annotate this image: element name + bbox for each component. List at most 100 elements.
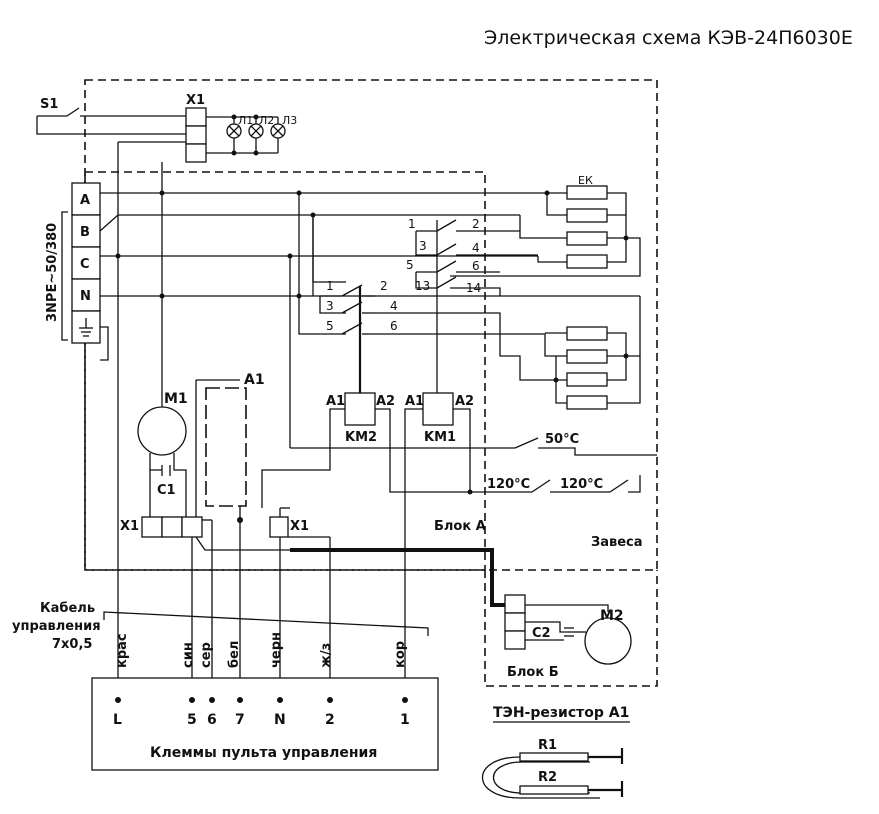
resistor-title: ТЭН-резистор А1 <box>493 705 629 721</box>
km1-contacts <box>415 219 538 393</box>
wire-color-bel: бел <box>227 641 242 668</box>
thermostat-50-label: 50°C <box>545 432 579 447</box>
panel-terminal-7: 7 <box>235 712 245 728</box>
cable-bracket <box>103 611 429 636</box>
terminal-x1-top-label: X1 <box>186 93 205 108</box>
capacitor-c2-label: C2 <box>532 626 551 641</box>
km1-contact-1: 1 <box>408 217 416 231</box>
x1-bottom-wiring <box>191 519 331 700</box>
km2-contact-1: 1 <box>326 279 334 293</box>
km1-contact-6: 6 <box>472 259 480 273</box>
zavesa-label: Завеса <box>591 535 643 550</box>
terminal-block-b <box>504 594 609 650</box>
km1-coil <box>404 392 473 700</box>
control-panel <box>91 677 439 771</box>
indicator-lamps <box>206 114 279 156</box>
control-wiring-left <box>117 141 515 700</box>
km1-label: KM1 <box>424 430 456 445</box>
km2-contact-6: 6 <box>390 319 398 333</box>
panel-terminal-5: 5 <box>187 712 197 728</box>
thick-wire-to-block-b <box>290 548 505 607</box>
km1-contact-5: 5 <box>406 258 414 272</box>
panel-label: Клеммы пульта управления <box>150 745 377 761</box>
lamp-l2-icon <box>248 123 264 139</box>
block-a-boundary <box>84 171 486 571</box>
km2-label: KM2 <box>345 430 377 445</box>
km2-a2-label: A2 <box>376 394 395 409</box>
wire-color-zh-z: ж/з <box>319 643 334 668</box>
wire-color-kor: кор <box>393 641 408 668</box>
motor-m2-icon <box>584 617 632 665</box>
lamp-l2-label: Л2 <box>259 114 274 127</box>
supply-bracket <box>61 211 68 341</box>
lamp-l1-icon <box>226 123 242 139</box>
km1-contact-14: 14 <box>466 281 481 295</box>
cable-label-line1: Кабель <box>40 601 95 616</box>
wire-color-chern: черн <box>269 632 284 668</box>
lamp-l3-icon <box>270 123 286 139</box>
thermostat-120a-label: 120°C <box>487 477 530 492</box>
motor-m1-label: M1 <box>164 391 188 407</box>
km1-contact-2: 2 <box>472 217 480 231</box>
terminal-b-label: B <box>80 225 90 240</box>
km2-contacts <box>320 284 375 393</box>
heater-ek-top <box>450 185 641 277</box>
bus-junctions <box>115 190 316 299</box>
terminal-x1-right <box>269 507 290 538</box>
block-a1 <box>195 379 247 523</box>
ground-wire <box>100 326 109 361</box>
km2-a1-label: A1 <box>326 394 345 409</box>
terminal-x1-right-label: X1 <box>290 519 309 534</box>
panel-terminal-l: L <box>113 712 122 728</box>
switch-s1-label: S1 <box>40 97 58 112</box>
capacitor-c1-label: C1 <box>157 483 176 498</box>
thermostat-120b-label: 120°C <box>560 477 603 492</box>
km2-contact-5: 5 <box>326 319 334 333</box>
resistor-heater-icon <box>481 748 624 799</box>
wire-color-kras: крас <box>115 633 130 668</box>
cable-label-line3: 7х0,5 <box>52 637 92 652</box>
km2-contact-2: 2 <box>380 279 388 293</box>
km2-contact-3: 3 <box>326 299 334 313</box>
lamp-l3-label: Л3 <box>282 114 297 127</box>
wire-color-sin: син <box>181 642 196 668</box>
diagram-title: Электрическая схема КЭВ-24П6030Е <box>484 27 853 49</box>
terminal-x1-left-label: X1 <box>120 519 139 534</box>
thermostat-120-a <box>531 479 610 493</box>
lamp-l1-label: Л1 <box>238 114 253 127</box>
resistor-r2-label: R2 <box>538 770 557 785</box>
panel-terminal-6: 6 <box>207 712 217 728</box>
thermostat-50 <box>514 437 657 456</box>
km1-a2-label: A2 <box>455 394 474 409</box>
terminal-x1-top <box>185 107 207 163</box>
switch-s1 <box>36 107 186 135</box>
thermostat-120-b <box>609 475 641 493</box>
block-a1-label: A1 <box>244 372 265 388</box>
ground-icon <box>79 318 93 337</box>
km2-contact-4: 4 <box>390 299 398 313</box>
motor-m1-icon <box>137 406 187 518</box>
block-a-label: Блок А <box>434 519 486 534</box>
km1-contact-4: 4 <box>472 241 480 255</box>
block-b-boundary <box>484 570 658 687</box>
panel-terminal-n: N <box>274 712 286 728</box>
terminal-n-label: N <box>80 289 91 304</box>
terminal-c-label: C <box>80 257 90 272</box>
phase-buses <box>99 192 640 297</box>
wire-color-ser: сер <box>199 642 214 668</box>
km1-contact-13: 13 <box>415 279 430 293</box>
resistor-r1-label: R1 <box>538 738 557 753</box>
heater-ek-bottom <box>375 287 641 410</box>
km1-a1-label: A1 <box>405 394 424 409</box>
panel-terminal-dots <box>115 697 408 703</box>
supply-label: 3NPE~50/380 <box>45 223 60 322</box>
motor-m2-label: M2 <box>600 608 624 624</box>
panel-terminal-1: 1 <box>400 712 410 728</box>
block-b-label: Блок Б <box>507 665 559 680</box>
panel-terminal-2: 2 <box>325 712 335 728</box>
terminal-a-label: A <box>80 193 90 208</box>
km2-coil <box>261 392 532 508</box>
km1-contact-3: 3 <box>419 239 427 253</box>
cable-label-line2: управления <box>12 619 101 634</box>
